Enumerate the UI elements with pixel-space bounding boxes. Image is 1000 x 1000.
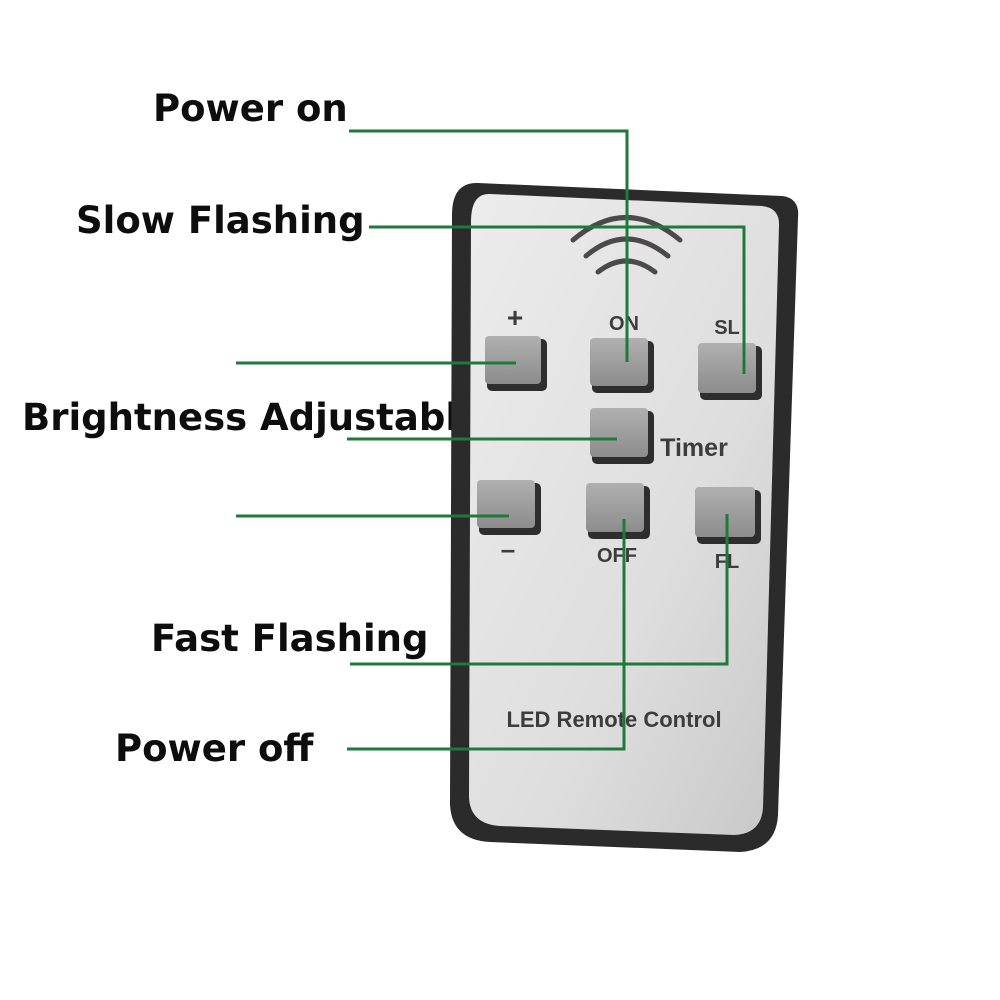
sl-label: SL bbox=[714, 317, 740, 339]
label-fast-flashing: Fast Flashing bbox=[151, 617, 429, 660]
remote-caption: LED Remote Control bbox=[506, 707, 721, 732]
minus-button[interactable] bbox=[477, 480, 541, 535]
off-label: OFF bbox=[597, 545, 637, 567]
label-brightness-adjustable: Brightness Adjustable bbox=[22, 396, 484, 439]
sl-button[interactable] bbox=[698, 343, 762, 400]
timer-button[interactable] bbox=[590, 408, 654, 464]
plus-label: + bbox=[507, 302, 523, 333]
on-label: ON bbox=[609, 313, 639, 335]
off-button[interactable] bbox=[586, 483, 650, 539]
on-button[interactable] bbox=[590, 338, 654, 393]
plus-button[interactable] bbox=[485, 336, 547, 391]
leader-power-off bbox=[347, 519, 626, 751]
label-power-on: Power on bbox=[153, 87, 348, 130]
leader-fast-flashing bbox=[350, 514, 729, 666]
leader-slow-flashing bbox=[369, 225, 746, 374]
fl-button[interactable] bbox=[695, 487, 761, 544]
label-slow-flashing: Slow Flashing bbox=[76, 199, 365, 242]
timer-label: Timer bbox=[660, 434, 728, 462]
label-power-off: Power off bbox=[115, 727, 314, 770]
minus-label: – bbox=[501, 534, 515, 564]
leader-power-on bbox=[349, 129, 629, 362]
leader-lines bbox=[236, 129, 746, 751]
